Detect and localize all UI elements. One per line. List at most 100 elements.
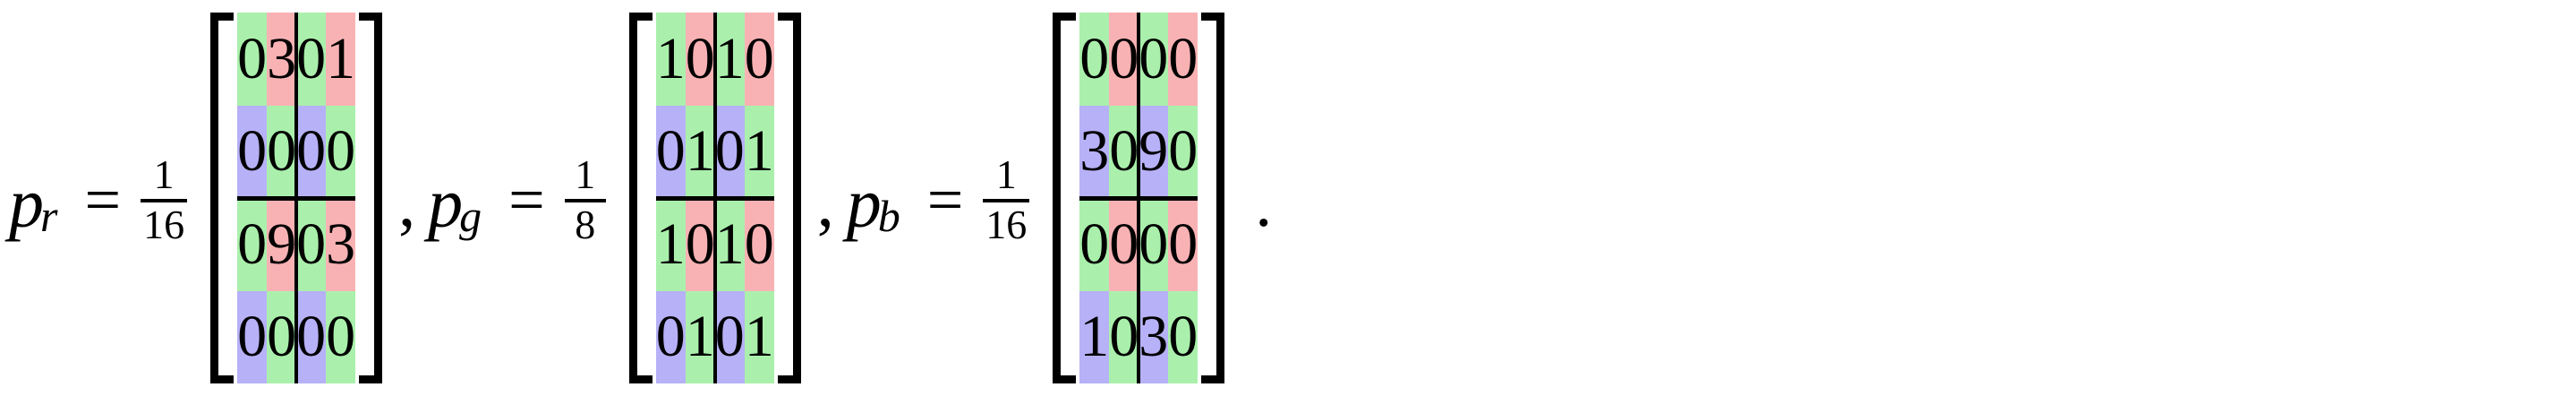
bracket-arm-bottom [210, 375, 235, 383]
matrix-cell: 0 [685, 13, 715, 106]
matrix-cell: 9 [1139, 105, 1169, 198]
matrix-cell: 0 [1079, 198, 1110, 291]
matrix-cell: 0 [1079, 13, 1110, 106]
variable-symbol: p [428, 164, 464, 242]
bracket-arm-bottom [628, 375, 653, 383]
equals-sign: = [926, 164, 964, 236]
matrix-cell: 0 [1139, 198, 1169, 291]
matrix-cell: 0 [1109, 290, 1139, 383]
fraction-numerator: 1 [153, 151, 175, 197]
matrix-cell: 0 [714, 105, 745, 198]
matrix-bracket-right [774, 13, 801, 383]
bracket-arm-top [1053, 13, 1077, 21]
matrix-cell: 0 [655, 290, 686, 383]
matrix-bracket-left [628, 13, 656, 383]
variable-subscript: g [459, 191, 482, 241]
matrix-cell: 1 [744, 105, 774, 198]
matrix-cell: 0 [267, 105, 297, 198]
fraction-denominator: 16 [143, 201, 185, 247]
matrix-cell: 0 [296, 105, 327, 198]
matrix-cell: 1 [714, 13, 745, 106]
bracket-arm-top [628, 13, 653, 21]
variable-subscript: r [40, 191, 58, 241]
matrix-cell: 3 [1139, 290, 1169, 383]
comma-separator: , [816, 166, 834, 241]
matrix-cell: 1 [655, 198, 686, 291]
variable-symbol: p [846, 164, 882, 242]
matrix-cell: 1 [655, 13, 686, 106]
matrix-cell: 1 [714, 198, 745, 291]
fraction-bar [564, 198, 606, 202]
matrix-bracket-left [1053, 13, 1079, 383]
matrix-cell: 0 [237, 105, 268, 198]
matrix-cell: 3 [326, 198, 356, 291]
comma-separator: , [398, 166, 416, 241]
matrix-cell: 0 [1109, 13, 1139, 106]
matrix-cell: 1 [744, 290, 774, 383]
matrix-cell: 0 [237, 198, 268, 291]
matrix-cell: 0 [1168, 290, 1198, 383]
matrix-cell: 0 [744, 13, 774, 106]
matrix-cell: 0 [655, 105, 686, 198]
matrix-cell: 1 [1079, 290, 1110, 383]
matrix-bracket-left [210, 13, 237, 383]
bracket-arm-top [1201, 13, 1225, 21]
fraction-denominator: 8 [575, 201, 596, 247]
equals-sign: = [508, 164, 545, 236]
matrix-cell: 0 [1109, 105, 1139, 198]
bracket-arm-bottom [1201, 375, 1225, 383]
matrix-cell: 0 [714, 290, 745, 383]
fraction-bar [141, 198, 188, 202]
matrix-cell: 0 [685, 198, 715, 291]
matrix-cell: 0 [1168, 105, 1198, 198]
matrix-cell: 1 [685, 290, 715, 383]
matrix-cell: 0 [1109, 198, 1139, 291]
matrix-cell: 9 [267, 198, 297, 291]
matrix-bracket-right [1198, 13, 1225, 383]
matrix-cell: 1 [326, 13, 356, 106]
bracket-arm-top [359, 13, 383, 21]
matrix-cell: 0 [237, 13, 268, 106]
variable-symbol: p [9, 164, 44, 242]
matrix-cell: 0 [296, 13, 327, 106]
matrix-cell: 0 [744, 198, 774, 291]
variable-subscript: b [877, 191, 900, 241]
matrix-cell: 0 [1168, 13, 1198, 106]
matrix-cell: 0 [326, 105, 356, 198]
matrix-cell: 1 [685, 105, 715, 198]
matrix-cell: 3 [267, 13, 297, 106]
matrix-cell: 0 [296, 290, 327, 383]
matrix-cell: 0 [326, 290, 356, 383]
fraction-numerator: 1 [575, 151, 596, 197]
bracket-arm-top [777, 13, 801, 21]
matrix-cell: 0 [296, 198, 327, 291]
fraction-denominator: 16 [985, 201, 1028, 247]
matrix-cell: 0 [237, 290, 268, 383]
matrix-bracket-right [355, 13, 383, 383]
matrix-cell: 3 [1079, 105, 1110, 198]
matrix-cell: 0 [1168, 198, 1198, 291]
equals-sign: = [84, 164, 122, 236]
bracket-arm-bottom [777, 375, 801, 383]
bracket-arm-bottom [359, 375, 383, 383]
bracket-arm-bottom [1053, 375, 1077, 383]
fraction-numerator: 1 [995, 151, 1017, 197]
matrix-cell: 0 [267, 290, 297, 383]
period-terminator: . [1255, 166, 1273, 241]
